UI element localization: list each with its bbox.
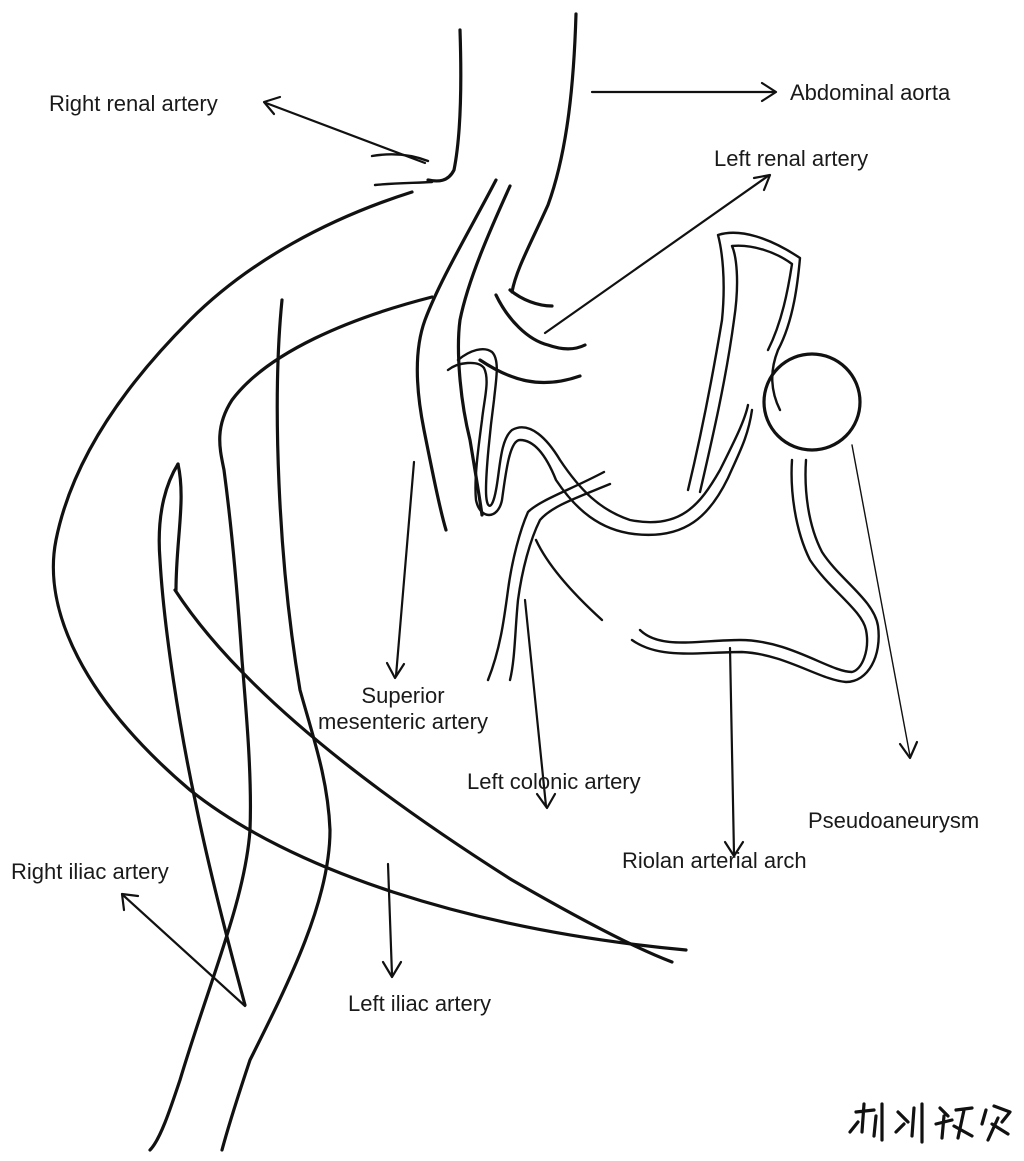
pseudoaneurysm-label: Pseudoaneurysm [808,808,979,834]
riolan-arch-vessel [632,233,879,682]
right-iliac-leader [122,894,245,1006]
riolan-arch-leader [725,648,743,856]
right-renal-artery-vessel [372,154,432,185]
superior-mesenteric-label-line1: Superior [298,683,508,709]
superior-mesenteric-label-line2: mesenteric artery [298,709,508,735]
riolan-arterial-arch-label: Riolan arterial arch [622,848,807,874]
superior-mesenteric-artery-label: Superior mesenteric artery [298,683,508,735]
signature-mark [850,1104,1010,1142]
left-colonic-vessel [488,472,610,680]
left-renal-artery-label: Left renal artery [714,146,868,172]
abdominal-aorta-leader [592,83,776,101]
right-renal-artery-label: Right renal artery [49,91,218,117]
abdominal-aorta-label: Abdominal aorta [790,80,950,106]
left-colonic-artery-label: Left colonic artery [467,769,641,795]
left-iliac-leader [383,864,401,977]
right-renal-artery-leader [264,97,425,163]
superior-mesenteric-leader [387,462,414,678]
middle-colic-vessel [448,349,752,535]
pseudoaneurysm-sac [764,354,860,450]
left-iliac-artery-label: Left iliac artery [348,991,491,1017]
pseudoaneurysm-leader [852,445,917,758]
right-iliac-artery-label: Right iliac artery [11,859,169,885]
abdominal-aorta-vessel [428,14,576,292]
